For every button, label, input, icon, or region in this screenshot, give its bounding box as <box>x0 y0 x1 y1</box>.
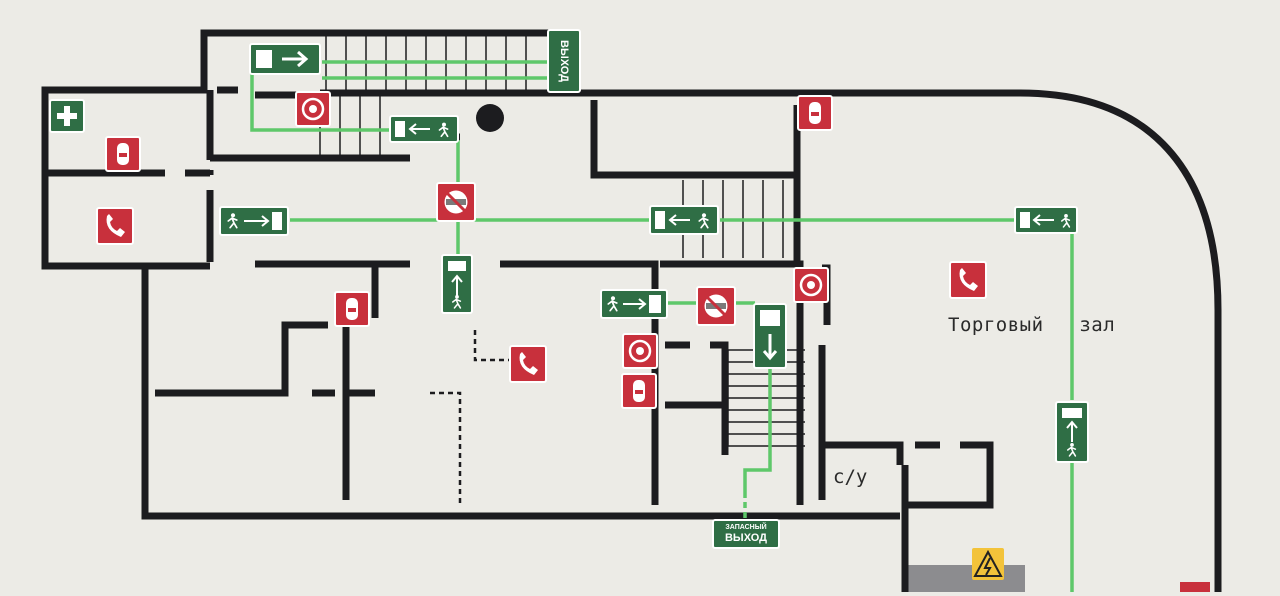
room-label-sales-hall: Торговый зал <box>948 314 1116 336</box>
fire-phone-icon <box>509 345 547 383</box>
exit-sign-top-left <box>249 43 321 75</box>
arrow-icon <box>282 50 309 68</box>
exit-sign-right-vertical <box>1055 401 1089 463</box>
electrical-room <box>905 565 1025 592</box>
fire-extinguisher-icon <box>334 291 370 327</box>
exit-sign-vertical-center <box>441 254 473 314</box>
high-voltage-warning-icon <box>972 548 1004 580</box>
first-aid-icon <box>49 99 85 133</box>
exit-sign-left-corridor <box>219 206 289 236</box>
fire-alarm-button-icon <box>793 267 829 303</box>
exit-sign-bottom-text: ЗАПАСНЫЙ ВЫХОД <box>713 520 779 548</box>
exit-sign-stair-entry <box>600 289 668 319</box>
no-smoking-icon <box>436 182 476 222</box>
room-label-wc: с/у <box>833 466 868 488</box>
fire-alarm-button-icon <box>295 91 331 127</box>
exit-sign-upper-corridor <box>389 115 459 143</box>
no-smoking-icon <box>696 286 736 326</box>
fire-phone-icon <box>949 261 987 299</box>
fire-extinguisher-icon <box>797 95 833 131</box>
exit-sign-bottom <box>712 519 780 549</box>
fire-sign-edge <box>1180 582 1210 592</box>
fire-phone-icon <box>96 207 134 245</box>
fire-extinguisher-icon <box>621 373 657 409</box>
partitions <box>430 330 520 505</box>
exit-sign-top-text: ВЫХОД <box>558 39 570 82</box>
evacuation-routes <box>250 60 1074 592</box>
fire-alarm-button-icon <box>622 333 658 369</box>
walls <box>41 29 1222 592</box>
fire-extinguisher-icon <box>105 136 141 172</box>
column <box>476 104 504 132</box>
exit-sign-bottom-big: ВЫХОД <box>724 532 767 544</box>
exit-sign-center-corridor <box>649 205 719 235</box>
exit-sign-bottom-small: ЗАПАСНЫЙ <box>725 524 767 531</box>
exit-sign-vertical-top <box>547 29 581 93</box>
exit-sign-stair-down <box>753 303 787 369</box>
exit-sign-right-corridor <box>1014 206 1078 234</box>
